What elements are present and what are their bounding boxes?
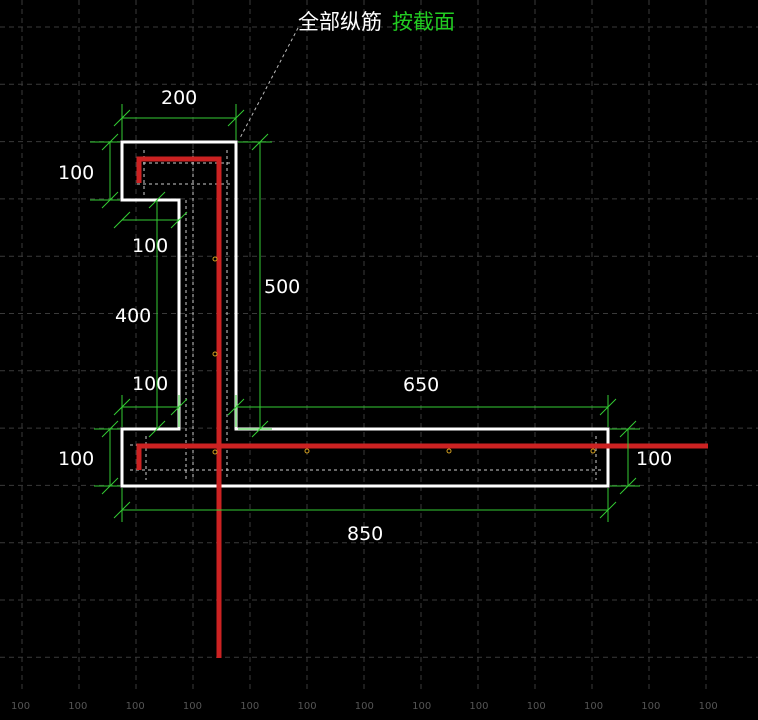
rebar-beam[interactable] (136, 443, 708, 470)
dim-top-width: 200 (161, 87, 197, 109)
ruler-tick-label: 100 (641, 701, 660, 712)
dim-lower-flange: 100 (132, 373, 168, 395)
ruler-tick-label: 100 (68, 701, 87, 712)
dim-total-length: 850 (347, 523, 383, 545)
ruler-tick-label: 100 (11, 701, 30, 712)
dim-right-height: 500 (264, 276, 300, 298)
dim-right-length: 650 (403, 374, 439, 396)
rebar-points (212, 256, 596, 455)
ruler-tick-label: 100 (183, 701, 202, 712)
ruler-tick-label: 100 (469, 701, 488, 712)
dim-web-height: 400 (115, 305, 151, 327)
annotation-text[interactable]: 全部纵筋 按截面 (298, 10, 455, 34)
ruler-tick-label: 100 (699, 701, 718, 712)
dim-left-top-height: 100 (58, 162, 94, 184)
ruler-tick-label: 100 (298, 701, 317, 712)
annotation-link[interactable]: 按截面 (392, 10, 455, 34)
rebar-column[interactable] (136, 156, 222, 658)
ruler-tick-label: 100 (240, 701, 259, 712)
ruler-tick-label: 100 (584, 701, 603, 712)
background-grid (0, 0, 758, 690)
ruler-tick-label: 100 (355, 701, 374, 712)
dim-inner-flange: 100 (132, 235, 168, 257)
dim-bottom-left-height: 100 (58, 448, 94, 470)
rebar-lines (136, 156, 708, 658)
annotation-leader (239, 27, 299, 139)
section-outline[interactable] (120, 140, 610, 488)
dimension-lines (90, 104, 640, 522)
ruler-ticks: 100 100 100 100 100 100 100 100 100 100 100 100 100 (11, 701, 718, 712)
annotation-prefix: 全部纵筋 (298, 10, 382, 34)
ruler-tick-label: 100 (412, 701, 431, 712)
ruler-tick-label: 100 (126, 701, 145, 712)
ruler-tick-label: 100 (527, 701, 546, 712)
dim-bottom-right-height: 100 (636, 448, 672, 470)
